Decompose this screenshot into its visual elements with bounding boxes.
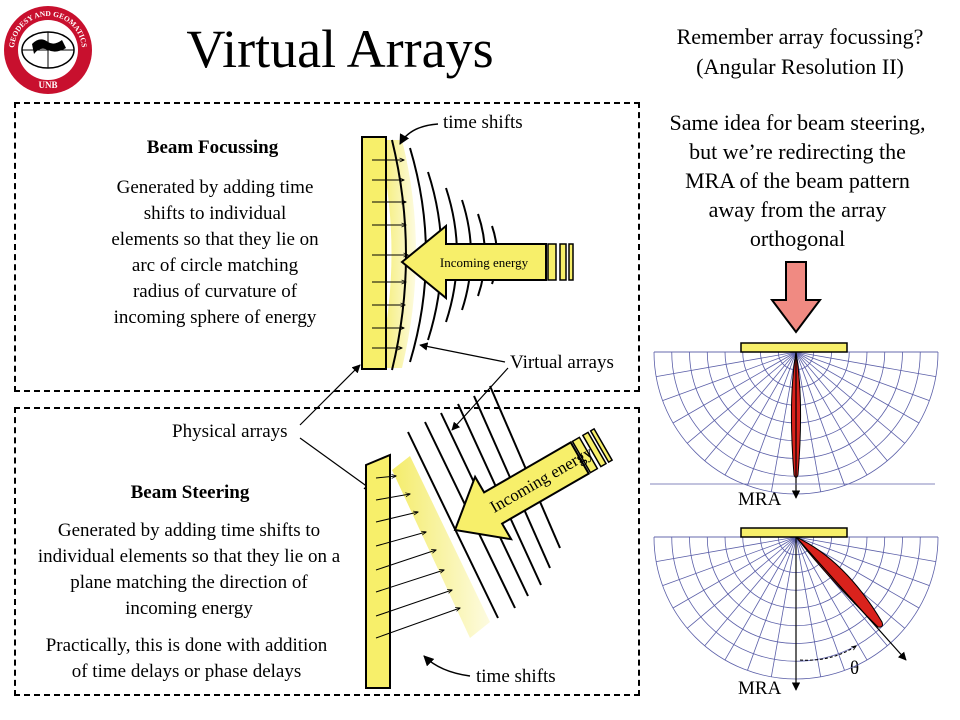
focussing-line: arc of circle matching (131, 255, 299, 276)
polar-spoke (662, 351, 797, 401)
steering-note-line: MRA of the beam pattern (685, 168, 910, 193)
polar-spoke (795, 351, 868, 476)
beam-lobe-bottom (795, 536, 883, 628)
polar-spoke (662, 536, 797, 586)
virtual-arrays-label: Virtual arrays (510, 352, 614, 373)
reminder-line-1: Remember array focussing? (676, 24, 924, 49)
polar-spoke (795, 351, 888, 462)
theta-label: θ (850, 658, 860, 679)
incoming-beam-arrow (770, 261, 822, 334)
steering-note-line: Same idea for beam steering, (669, 110, 926, 135)
array-bar-bottom (740, 527, 848, 538)
polar-spoke (686, 351, 797, 444)
practical-note: Practically, this is done with addition … (14, 633, 359, 685)
reminder-text: Remember array focussing? (Angular Resol… (640, 22, 960, 82)
page-title: Virtual Arrays (186, 19, 494, 79)
polar-spoke (770, 351, 797, 492)
steering-note-line: orthogonal (749, 226, 846, 251)
polar-spoke (656, 536, 797, 563)
virtual-arrays-pointer-2 (451, 367, 509, 431)
practical-line: Practically, this is done with addition (45, 635, 328, 656)
unb-logo: GEODESY AND GEOMATICS ENGINEERING UNB (0, 0, 94, 96)
polar-spoke (795, 536, 930, 586)
polar-spoke (656, 351, 797, 378)
time-shift-arrows-focussing (372, 160, 408, 348)
physical-arrays-pointer-2 (299, 437, 373, 491)
mra-top-label: MRA (738, 489, 782, 510)
time-shifts-bottom-pointer (423, 655, 471, 677)
physical-arrays-label: Physical arrays (172, 421, 288, 442)
reminder-line-2: (Angular Resolution II) (696, 54, 904, 79)
polar-spoke (795, 536, 936, 563)
focussing-heading: Beam Focussing (146, 137, 279, 158)
polar-plot-top (650, 342, 939, 499)
practical-line: of time delays or phase delays (71, 661, 302, 682)
polar-spoke (795, 536, 845, 671)
logo-unb-text: UNB (38, 80, 57, 90)
polar-spoke (724, 351, 797, 476)
physical-arrays-pointer-1 (299, 364, 361, 426)
polar-spoke (770, 536, 797, 677)
theta-arc (799, 646, 856, 661)
polar-spoke (795, 351, 906, 444)
incoming-energy-arrow-focussing: Incoming energy (400, 223, 574, 301)
polar-plot-bottom (653, 527, 939, 691)
steering-line: incoming energy (125, 598, 253, 619)
polar-spoke (704, 351, 797, 462)
polar-spoke (795, 351, 822, 492)
steering-note-line: but we’re redirecting the (689, 139, 906, 164)
polar-spoke (747, 536, 797, 671)
focussing-description: Generated by adding time shifts to indiv… (80, 175, 350, 331)
steering-line: plane matching the direction of (70, 572, 308, 593)
physical-array-focussing (361, 136, 387, 370)
focussing-line: Generated by adding time (116, 177, 314, 198)
steering-panel (14, 407, 640, 696)
steering-note: Same idea for beam steering, but we’re r… (645, 108, 950, 253)
polar-spoke (795, 351, 845, 486)
polar-spoke (795, 351, 920, 424)
time-shifts-top-label: time shifts (443, 112, 523, 133)
time-shifts-bottom-label: time shifts (476, 666, 556, 687)
focussing-line: radius of curvature of (132, 281, 298, 302)
mra-bottom-label: MRA (738, 678, 782, 699)
steering-description: Generated by adding time shifts to indiv… (14, 518, 364, 622)
virtual-arrays-pointer-1 (419, 342, 506, 363)
polar-spoke (686, 536, 797, 629)
polar-spoke (672, 351, 797, 424)
steering-line: Generated by adding time shifts to (57, 520, 321, 541)
focussing-line: incoming sphere of energy (113, 307, 317, 328)
focussing-panel (14, 102, 640, 392)
virtual-array-arc (378, 140, 416, 368)
virtual-array-plane (392, 456, 490, 638)
logo-graphic: GEODESY AND GEOMATICS ENGINEERING UNB (0, 0, 92, 94)
polar-spoke (795, 536, 822, 677)
polar-spoke (747, 351, 797, 486)
steered-axis (795, 536, 907, 661)
polar-spoke (704, 536, 797, 647)
physical-array-steering (365, 453, 391, 689)
steering-line: individual elements so that they lie on … (37, 546, 341, 567)
polar-spoke (795, 351, 930, 401)
steering-note-line: away from the array (708, 197, 887, 222)
incoming-energy-arrow-steering: Incoming energy (453, 427, 614, 541)
focussing-line: shifts to individual (143, 203, 287, 224)
polar-spoke (795, 536, 868, 661)
polar-spoke (724, 536, 797, 661)
polar-spoke (795, 351, 936, 378)
incoming-energy-label-focussing: Incoming energy (440, 255, 529, 270)
array-bar-top (740, 342, 848, 353)
polar-spoke (672, 536, 797, 609)
time-shifts-top-pointer (399, 123, 439, 145)
focussing-line: elements so that they lie on (111, 229, 319, 250)
time-shift-arrows-steering (375, 476, 460, 639)
steering-heading: Beam Steering (130, 482, 250, 503)
